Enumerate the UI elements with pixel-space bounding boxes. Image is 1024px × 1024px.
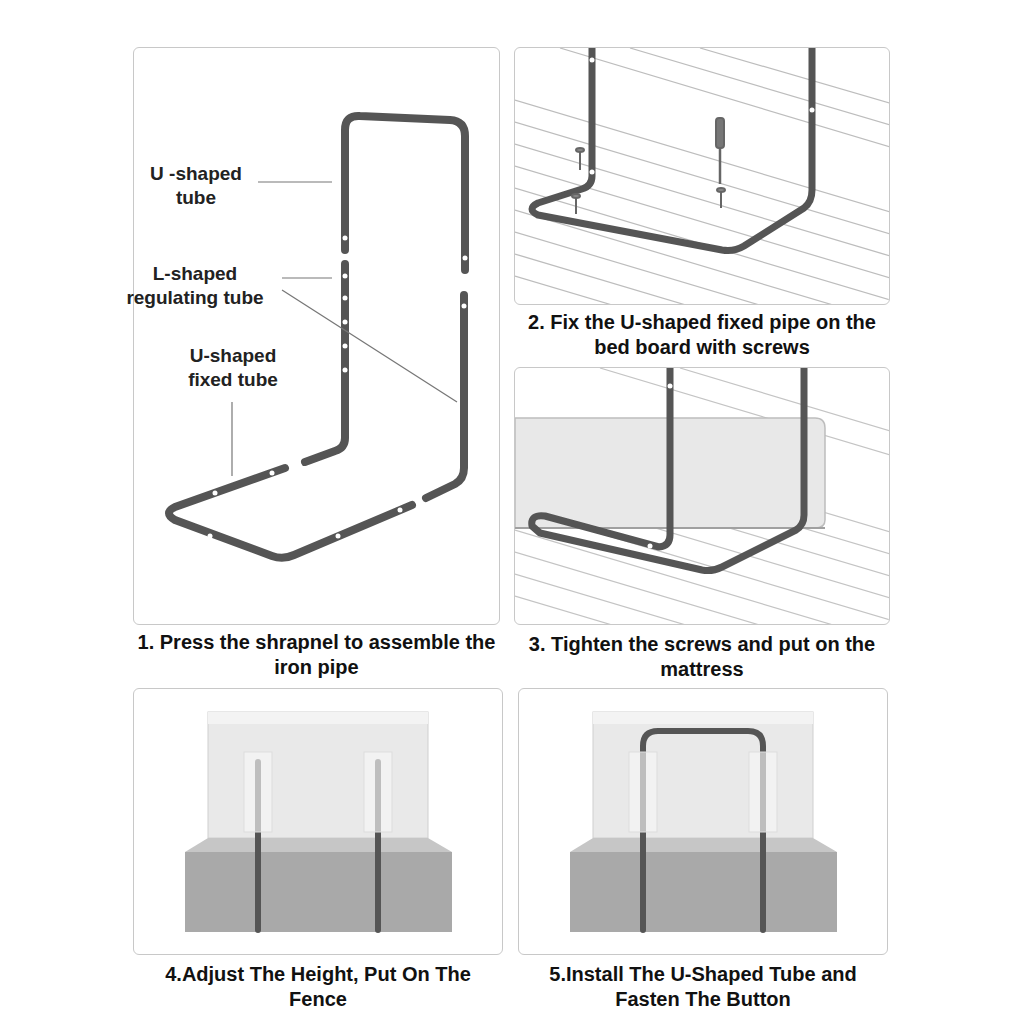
step-caption: 1. Press the shrapnel to assemble the ir… xyxy=(135,630,498,680)
step-panel: 3. Tighten the screws and put on the mat… xyxy=(514,367,890,625)
part-label: L-shaped regulating tube xyxy=(112,262,278,310)
step-caption: 2. Fix the U-shaped fixed pipe on the be… xyxy=(516,310,888,360)
part-label: U -shaped tube xyxy=(140,162,252,210)
step-caption: 5.Install The U-Shaped Tube and Fasten T… xyxy=(520,962,886,1012)
fixed-tube xyxy=(532,368,804,571)
bed-side-view xyxy=(570,712,837,932)
step-panel: 5.Install The U-Shaped Tube and Fasten T… xyxy=(518,688,888,955)
step-panel: 4.Adjust The Height, Put On The Fence xyxy=(133,688,503,955)
part-label: U-shaped fixed tube xyxy=(175,344,291,392)
leader-lines xyxy=(232,182,457,476)
fixed-tube xyxy=(532,48,812,251)
step-caption: 4.Adjust The Height, Put On The Fence xyxy=(135,962,501,1012)
bed-board xyxy=(515,48,889,304)
bed-side-view xyxy=(185,712,452,932)
step-panel: 1. Press the shrapnel to assemble the ir… xyxy=(133,47,500,625)
screws xyxy=(572,118,725,214)
tube-dots xyxy=(590,58,815,223)
bed-board xyxy=(515,368,889,624)
step-panel: 2. Fix the U-shaped fixed pipe on the be… xyxy=(514,47,890,305)
step-caption: 3. Tighten the screws and put on the mat… xyxy=(516,632,888,682)
